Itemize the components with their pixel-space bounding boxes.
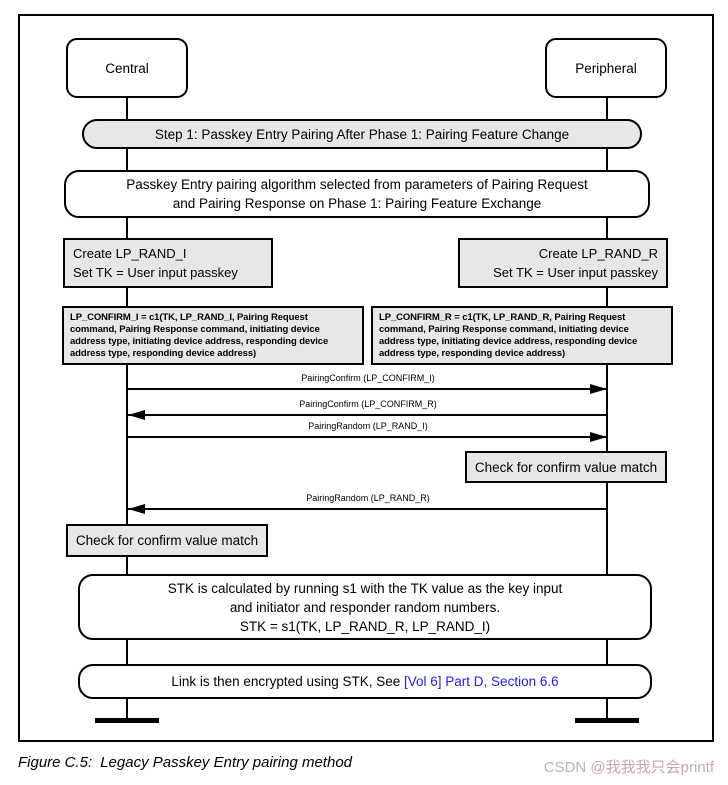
confirm-calc-central-box: LP_CONFIRM_I = c1(TK, LP_RAND_I, Pairing… xyxy=(62,306,364,365)
message-pairing-confirm-r-label: PairingConfirm (LP_CONFIRM_R) xyxy=(299,399,437,409)
create-rand-central-line2: Set TK = User input passkey xyxy=(73,265,238,280)
watermark: CSDN @我我我只会printf xyxy=(544,756,714,777)
message-pairing-random-i-line xyxy=(128,436,608,438)
message-pairing-confirm-i-line xyxy=(128,388,608,390)
check-confirm-peripheral-text: Check for confirm value match xyxy=(474,459,658,475)
message-pairing-random-r-label: PairingRandom (LP_RAND_R) xyxy=(306,493,430,503)
stk-note-line1: STK is calculated by running s1 with the… xyxy=(167,580,563,596)
confirm-calc-peripheral-text: LP_CONFIRM_R = c1(TK, LP_RAND_R, Pairing… xyxy=(379,312,638,359)
check-confirm-central-text: Check for confirm value match xyxy=(75,533,259,548)
message-pairing-random-i-label: PairingRandom (LP_RAND_I) xyxy=(308,421,428,431)
stk-note-line2: and initiator and responder random numbe… xyxy=(229,599,501,615)
create-rand-peripheral-box: Create LP_RAND_R Set TK = User input pas… xyxy=(458,238,668,288)
figure-caption-title: Legacy Passkey Entry pairing method xyxy=(100,754,353,771)
confirm-calc-peripheral-box: LP_CONFIRM_R = c1(TK, LP_RAND_R, Pairing… xyxy=(371,306,673,365)
arrowhead-right-icon xyxy=(590,432,607,442)
stk-note-line3: STK = s1(TK, LP_RAND_R, LP_RAND_I) xyxy=(239,618,491,634)
algorithm-note-line1: Passkey Entry pairing algorithm selected… xyxy=(126,177,588,192)
actor-central: Central xyxy=(66,38,188,98)
central-lifeline xyxy=(126,97,128,720)
encrypt-note: Link is then encrypted using STK, See [V… xyxy=(78,664,652,699)
encrypt-note-section-link[interactable]: [Vol 6] Part D, Section 6.6 xyxy=(404,674,559,689)
arrowhead-left-icon xyxy=(128,504,145,514)
arrowhead-right-icon xyxy=(590,384,607,394)
central-terminator-bar xyxy=(95,718,159,723)
confirm-calc-central-text: LP_CONFIRM_I = c1(TK, LP_RAND_I, Pairing… xyxy=(70,312,329,359)
actor-peripheral: Peripheral xyxy=(545,38,667,98)
algorithm-note-line2: and Pairing Response on Phase 1: Pairing… xyxy=(172,196,542,211)
actor-peripheral-label: Peripheral xyxy=(575,60,637,76)
peripheral-lifeline xyxy=(606,97,608,720)
arrowhead-left-icon xyxy=(128,410,145,420)
check-confirm-peripheral-box: Check for confirm value match xyxy=(465,451,667,483)
create-rand-central-line1: Create LP_RAND_I xyxy=(73,246,187,261)
watermark-handle: @我我我只会printf xyxy=(590,759,714,776)
check-confirm-central-box: Check for confirm value match xyxy=(66,524,268,557)
figure-caption-label: Figure C.5: xyxy=(18,754,93,771)
actor-central-label: Central xyxy=(105,60,149,76)
peripheral-terminator-bar xyxy=(575,718,639,723)
message-pairing-confirm-r-line xyxy=(128,414,608,416)
create-rand-peripheral-line2: Set TK = User input passkey xyxy=(493,265,658,280)
create-rand-central-box: Create LP_RAND_I Set TK = User input pas… xyxy=(63,238,273,288)
encrypt-note-text: Link is then encrypted using STK, See xyxy=(171,674,405,689)
message-pairing-random-r-line xyxy=(128,508,608,510)
message-pairing-confirm-i-label: PairingConfirm (LP_CONFIRM_I) xyxy=(301,373,435,383)
figure-caption: Figure C.5: Legacy Passkey Entry pairing … xyxy=(18,754,352,771)
create-rand-peripheral-line1: Create LP_RAND_R xyxy=(538,246,658,261)
watermark-prefix: CSDN xyxy=(543,759,591,776)
step1-banner-text: Step 1: Passkey Entry Pairing After Phas… xyxy=(154,126,570,142)
algorithm-note: Passkey Entry pairing algorithm selected… xyxy=(64,170,650,218)
stk-note: STK is calculated by running s1 with the… xyxy=(78,574,652,640)
step1-banner: Step 1: Passkey Entry Pairing After Phas… xyxy=(82,119,642,149)
